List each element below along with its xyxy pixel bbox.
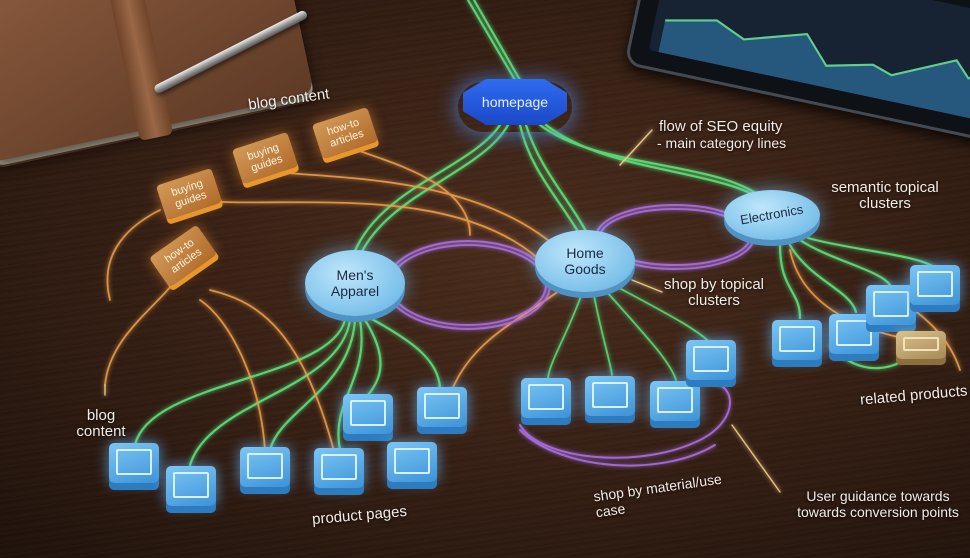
product-page-node[interactable] (772, 320, 822, 360)
category-label: Electronics (739, 201, 805, 228)
related-product-node[interactable] (896, 331, 946, 359)
tablet-area (658, 20, 970, 122)
seo-equity-lines (133, 0, 937, 467)
product-page-node[interactable] (240, 447, 290, 487)
category-label: Home Goods (564, 245, 606, 277)
product-page-node[interactable] (343, 394, 393, 434)
category-node-home-goods[interactable]: Home Goods (535, 230, 635, 292)
tablet-decoration (624, 0, 970, 145)
product-page-node[interactable] (387, 442, 437, 482)
product-page-node[interactable] (585, 376, 635, 416)
category-label: Men's Apparel (330, 267, 380, 299)
homepage-node[interactable]: homepage (463, 79, 567, 125)
product-page-node[interactable] (521, 378, 571, 418)
category-node-electronics[interactable]: Electronics (724, 190, 820, 240)
product-page-node[interactable] (866, 285, 916, 325)
product-page-node[interactable] (650, 381, 700, 421)
tablet-chart-screen (648, 0, 970, 122)
product-page-node[interactable] (314, 448, 364, 488)
product-page-node[interactable] (910, 265, 960, 305)
product-page-node[interactable] (686, 340, 736, 380)
annotation-semantic-clusters: semantic topical clusters (831, 179, 939, 212)
annotation-user-guidance: User guidance towards towards conversion… (797, 488, 959, 520)
incoming-line (466, 0, 517, 82)
product-page-node[interactable] (166, 466, 216, 506)
blog-node-label: buying guides (245, 141, 285, 175)
product-page-node[interactable] (417, 387, 467, 427)
blog-node-label: buying guides (169, 177, 209, 211)
annotation-seo-equity-sub: - main category lines (657, 135, 787, 151)
product-page-node[interactable] (109, 443, 159, 483)
blog-node-label: how-to articles (325, 116, 366, 150)
category-node-mens-apparel[interactable]: Men's Apparel (305, 250, 405, 316)
annotation-shop-topical: shop by topical clusters (663, 276, 765, 309)
tablet-line (665, 19, 970, 80)
homepage-label: homepage (481, 94, 549, 110)
tablet-area-chart (658, 19, 970, 122)
product-page-node[interactable] (829, 314, 879, 354)
annotation-seo-equity: flow of SEO equity (659, 118, 783, 135)
annotation-blog-content-left: blog content (76, 407, 126, 440)
leader-lines (104, 129, 781, 493)
